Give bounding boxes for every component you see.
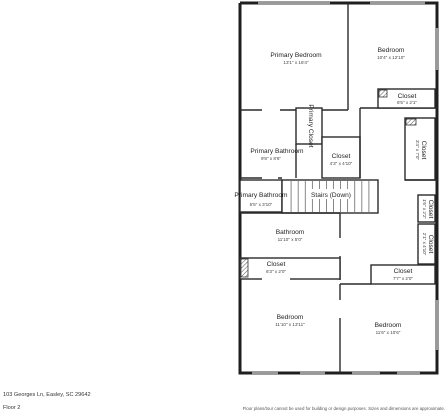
door-openings	[262, 108, 350, 318]
label-closet-right: Closet	[394, 268, 413, 275]
label-closet-small-1: Closet	[427, 200, 434, 219]
closet-small-2-room	[417, 223, 436, 265]
label-bedroom-bottom-right: Bedroom	[375, 322, 402, 329]
dims-primary-bathroom-2: 5'5" x 3'10"	[250, 202, 273, 207]
closet-left-room	[239, 257, 341, 280]
dims-primary-bedroom: 13'1" x 16'4"	[283, 60, 309, 65]
label-bedroom-bottom-left: Bedroom	[277, 314, 304, 321]
label-closet-right-tall: Closet	[420, 141, 427, 160]
label-primary-bathroom-1: Primary Bathroom	[250, 148, 304, 155]
address-label: 103 Georges Ln, Easley, SC 29642	[3, 392, 91, 398]
label-closet-top: Closet	[398, 93, 417, 100]
label-primary-bedroom: Primary Bedroom	[270, 52, 322, 59]
closet-top-hatch	[378, 89, 388, 98]
dims-closet-left: 6'3" x 2'0"	[266, 269, 286, 274]
dims-closet-mid: 4'3" x 4'10"	[330, 161, 353, 166]
dims-primary-bathroom-1: 9'8" x 8'6"	[261, 156, 281, 161]
primary-closet-room	[295, 107, 323, 145]
floor-label: Floor 2	[3, 405, 21, 411]
closet-left-hatch	[240, 258, 249, 278]
room-labels: Primary Bedroom 13'1" x 16'4" Bedroom 10…	[234, 47, 434, 335]
dims-closet-right-tall: 3'4" x 7'0"	[415, 140, 420, 160]
label-closet-mid: Closet	[332, 153, 351, 160]
label-stairs: Stairs (Down)	[311, 192, 351, 199]
closet-small-1-room	[417, 194, 436, 223]
dims-bedroom-top: 10'4" x 12'10"	[377, 55, 405, 60]
label-bathroom: Bathroom	[276, 229, 305, 236]
outer-walls	[238, 1, 439, 375]
closet-right-room	[370, 264, 436, 285]
label-closet-left: Closet	[267, 261, 286, 268]
dims-closet-right: 7'7" x 2'0"	[393, 276, 413, 281]
closet-mid-room	[321, 136, 361, 179]
dims-closet-small-2: 2'1" x 4'10"	[422, 233, 427, 256]
stairs-label-bg	[308, 189, 354, 199]
closet-top-room	[377, 88, 436, 109]
label-primary-bathroom-2: Primary Bathroom	[234, 192, 288, 199]
label-primary-closet: Primary Closet	[307, 104, 314, 147]
dims-bedroom-bottom-right: 11'6" x 10'6"	[376, 330, 401, 335]
label-closet-small-2: Closet	[427, 235, 434, 254]
dims-closet-small-1: 1'6" x 2'2"	[422, 199, 427, 219]
closet-right-tall-room	[404, 117, 436, 181]
closet-right-tall-hatch	[405, 118, 417, 126]
disclaimer-text: Floor plans/tour cannot be used for buil…	[242, 406, 445, 411]
label-bedroom-top: Bedroom	[378, 47, 405, 54]
dims-bathroom: 11'10" x 5'0"	[278, 237, 303, 242]
dims-bedroom-bottom-left: 11'10" x 13'11"	[275, 322, 305, 327]
dims-closet-top: 6'5" x 2'1"	[397, 100, 417, 105]
